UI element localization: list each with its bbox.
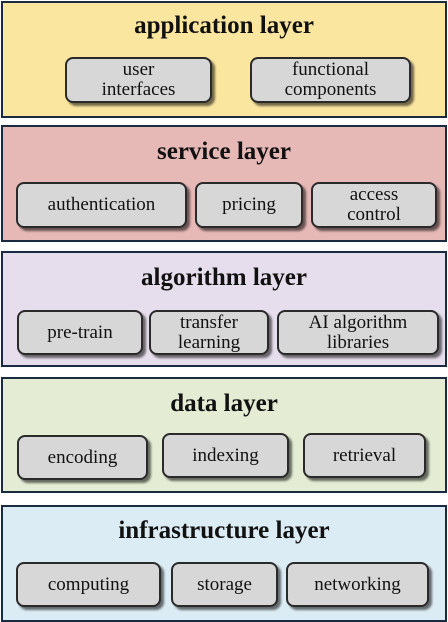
access-control-line-1: access	[349, 184, 399, 205]
encoding-box: encoding	[17, 435, 148, 480]
functional-components-line-2: components	[284, 79, 377, 100]
application-layer: application layer user interfaces functi…	[1, 1, 447, 118]
application-layer-title: application layer	[134, 12, 314, 39]
ai-algorithm-libraries-line-1: AI algorithm	[308, 311, 408, 333]
retrieval-box: retrieval	[303, 433, 426, 478]
service-layer-title: service layer	[157, 138, 291, 165]
transfer-learning-box: transfer learning	[149, 310, 269, 355]
authentication-label: authentication	[47, 194, 156, 215]
service-layer: service layer authentication pricing acc…	[1, 125, 447, 242]
algorithm-layer: algorithm layer pre-train transfer learn…	[1, 251, 447, 367]
infrastructure-layer: infrastructure layer computing storage n…	[1, 505, 447, 622]
pre-train-box: pre-train	[17, 310, 143, 355]
infrastructure-layer-title: infrastructure layer	[118, 517, 330, 544]
networking-label: networking	[314, 573, 401, 595]
access-control-box: access control	[311, 182, 437, 228]
access-control-line-2: control	[347, 204, 401, 225]
storage-box: storage	[171, 562, 278, 607]
computing-box: computing	[16, 562, 161, 607]
pricing-label: pricing	[222, 194, 276, 215]
data-layer: data layer encoding indexing retrieval	[1, 377, 447, 493]
computing-label: computing	[47, 573, 130, 595]
authentication-box: authentication	[16, 182, 187, 228]
algorithm-layer-title: algorithm layer	[141, 264, 307, 291]
user-interfaces-box: user interfaces	[65, 57, 212, 103]
pre-train-label: pre-train	[47, 321, 113, 343]
indexing-box: indexing	[162, 433, 289, 478]
ai-algorithm-libraries-line-2: libraries	[326, 331, 390, 353]
encoding-label: encoding	[47, 446, 118, 468]
ai-algorithm-libraries-box: AI algorithm libraries	[277, 310, 439, 355]
functional-components-line-1: functional	[291, 59, 370, 80]
storage-label: storage	[197, 573, 252, 595]
networking-box: networking	[286, 562, 429, 607]
pricing-box: pricing	[195, 182, 303, 228]
user-interfaces-line-2: interfaces	[101, 79, 176, 100]
indexing-label: indexing	[192, 444, 259, 466]
functional-components-box: functional components	[250, 57, 411, 103]
transfer-learning-line-1: transfer	[179, 311, 239, 333]
user-interfaces-line-1: user	[122, 59, 155, 80]
data-layer-title: data layer	[170, 390, 278, 417]
retrieval-label: retrieval	[332, 444, 397, 466]
transfer-learning-line-2: learning	[177, 331, 241, 353]
